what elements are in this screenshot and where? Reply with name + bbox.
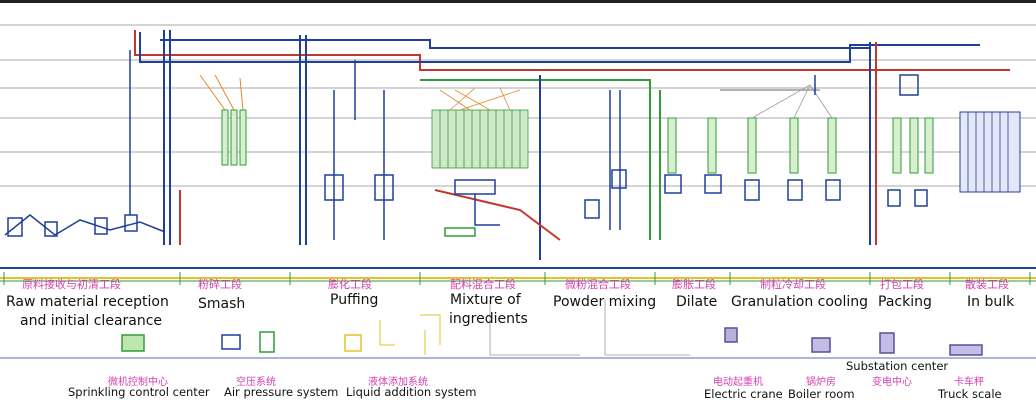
facility-cn-truck: 卡车秤	[954, 377, 984, 388]
section-cn-smash: 粉碎工段	[198, 278, 242, 291]
smash-feed-lines	[199, 74, 244, 111]
facility-icons	[121, 327, 983, 356]
packing-bins	[892, 117, 934, 174]
ingredient-bin-dividers	[439, 110, 521, 168]
air-tank-icon	[259, 331, 275, 353]
air-compressor-icon	[221, 334, 241, 350]
facility-en-substation: Substation center	[846, 359, 949, 373]
bulk-bins	[959, 111, 1021, 193]
top-border	[0, 0, 1036, 3]
boiler-icon	[811, 337, 831, 353]
liquid-addition-tanks	[379, 314, 441, 355]
section-cn-mixture: 配料混合工段	[450, 278, 516, 291]
facility-cn-substation: 变电中心	[872, 377, 912, 388]
facility-en-air: Air pressure system	[224, 385, 339, 399]
dilate-lines	[664, 89, 820, 194]
facility-cn-air: 空压系统	[236, 377, 276, 388]
truck-scale-icon	[949, 344, 983, 356]
bulk-bin-dividers	[967, 112, 1009, 192]
section-en-granulation: Granulation cooling	[731, 294, 869, 310]
granulation-equipment	[744, 75, 841, 201]
section-cn-reception: 原料接收与初清工段	[22, 278, 121, 291]
section-en-packing: Packing	[878, 294, 932, 310]
guide-lines	[0, 24, 1036, 187]
section-cn-powder: 微粉混合工段	[565, 278, 631, 291]
smash-bins	[221, 109, 247, 166]
section-en-puffing: Puffing	[330, 292, 379, 308]
section-en-smash: Smash	[198, 296, 246, 312]
facility-en-liquid: Liquid addition system	[346, 385, 477, 399]
ingredient-feed-lines	[439, 87, 521, 111]
substation-icon	[879, 332, 895, 354]
facility-en-control: Sprinkling control center	[68, 385, 210, 399]
facility-en-truck: Truck scale	[938, 387, 1002, 401]
section-en-mixture-line2: ingredients	[449, 311, 528, 327]
electric-crane-icon	[724, 327, 738, 343]
section-cn-bulk: 散装工段	[965, 278, 1009, 291]
section-en-mixture: Mixture of	[450, 292, 521, 308]
section-en-bulk: In bulk	[967, 294, 1015, 310]
facility-cn-boiler: 锅炉房	[806, 377, 836, 388]
facility-cn-liquid: 液体添加系统	[368, 377, 428, 388]
control-center-icon	[121, 334, 145, 352]
dilate-equipment	[667, 117, 717, 174]
header-pipes	[134, 30, 1010, 260]
section-cn-dilate: 膨胀工段	[672, 278, 716, 291]
section-en-reception-line2: and initial clearance	[20, 313, 163, 329]
section-cn-granulation: 制粒冷却工段	[760, 278, 826, 291]
granulation-feed-lines	[751, 84, 833, 119]
section-dividers	[3, 272, 1031, 285]
facility-cn-control: 微机控制中心	[108, 377, 168, 388]
section-cn-packing: 打包工段	[880, 278, 924, 291]
section-en-dilate: Dilate	[676, 294, 718, 310]
granulation-bins	[747, 117, 837, 174]
section-cn-puffing: 膨化工段	[328, 278, 372, 291]
packing-equipment	[887, 74, 928, 207]
section-en-powder: Powder mixing	[553, 294, 657, 310]
ingredient-mixer	[444, 179, 500, 237]
facility-en-boiler: Boiler room	[788, 387, 855, 401]
reception-equipment	[4, 50, 166, 237]
puffing-equipment	[324, 60, 394, 240]
facility-en-crane: Electric crane	[704, 387, 783, 401]
liquid-tank-icon	[344, 334, 362, 352]
auxiliary-lines	[0, 300, 1036, 359]
powder-mixing-equipment	[584, 90, 627, 230]
section-en-reception: Raw material reception	[6, 294, 169, 310]
facility-cn-crane: 电动起重机	[713, 377, 763, 388]
